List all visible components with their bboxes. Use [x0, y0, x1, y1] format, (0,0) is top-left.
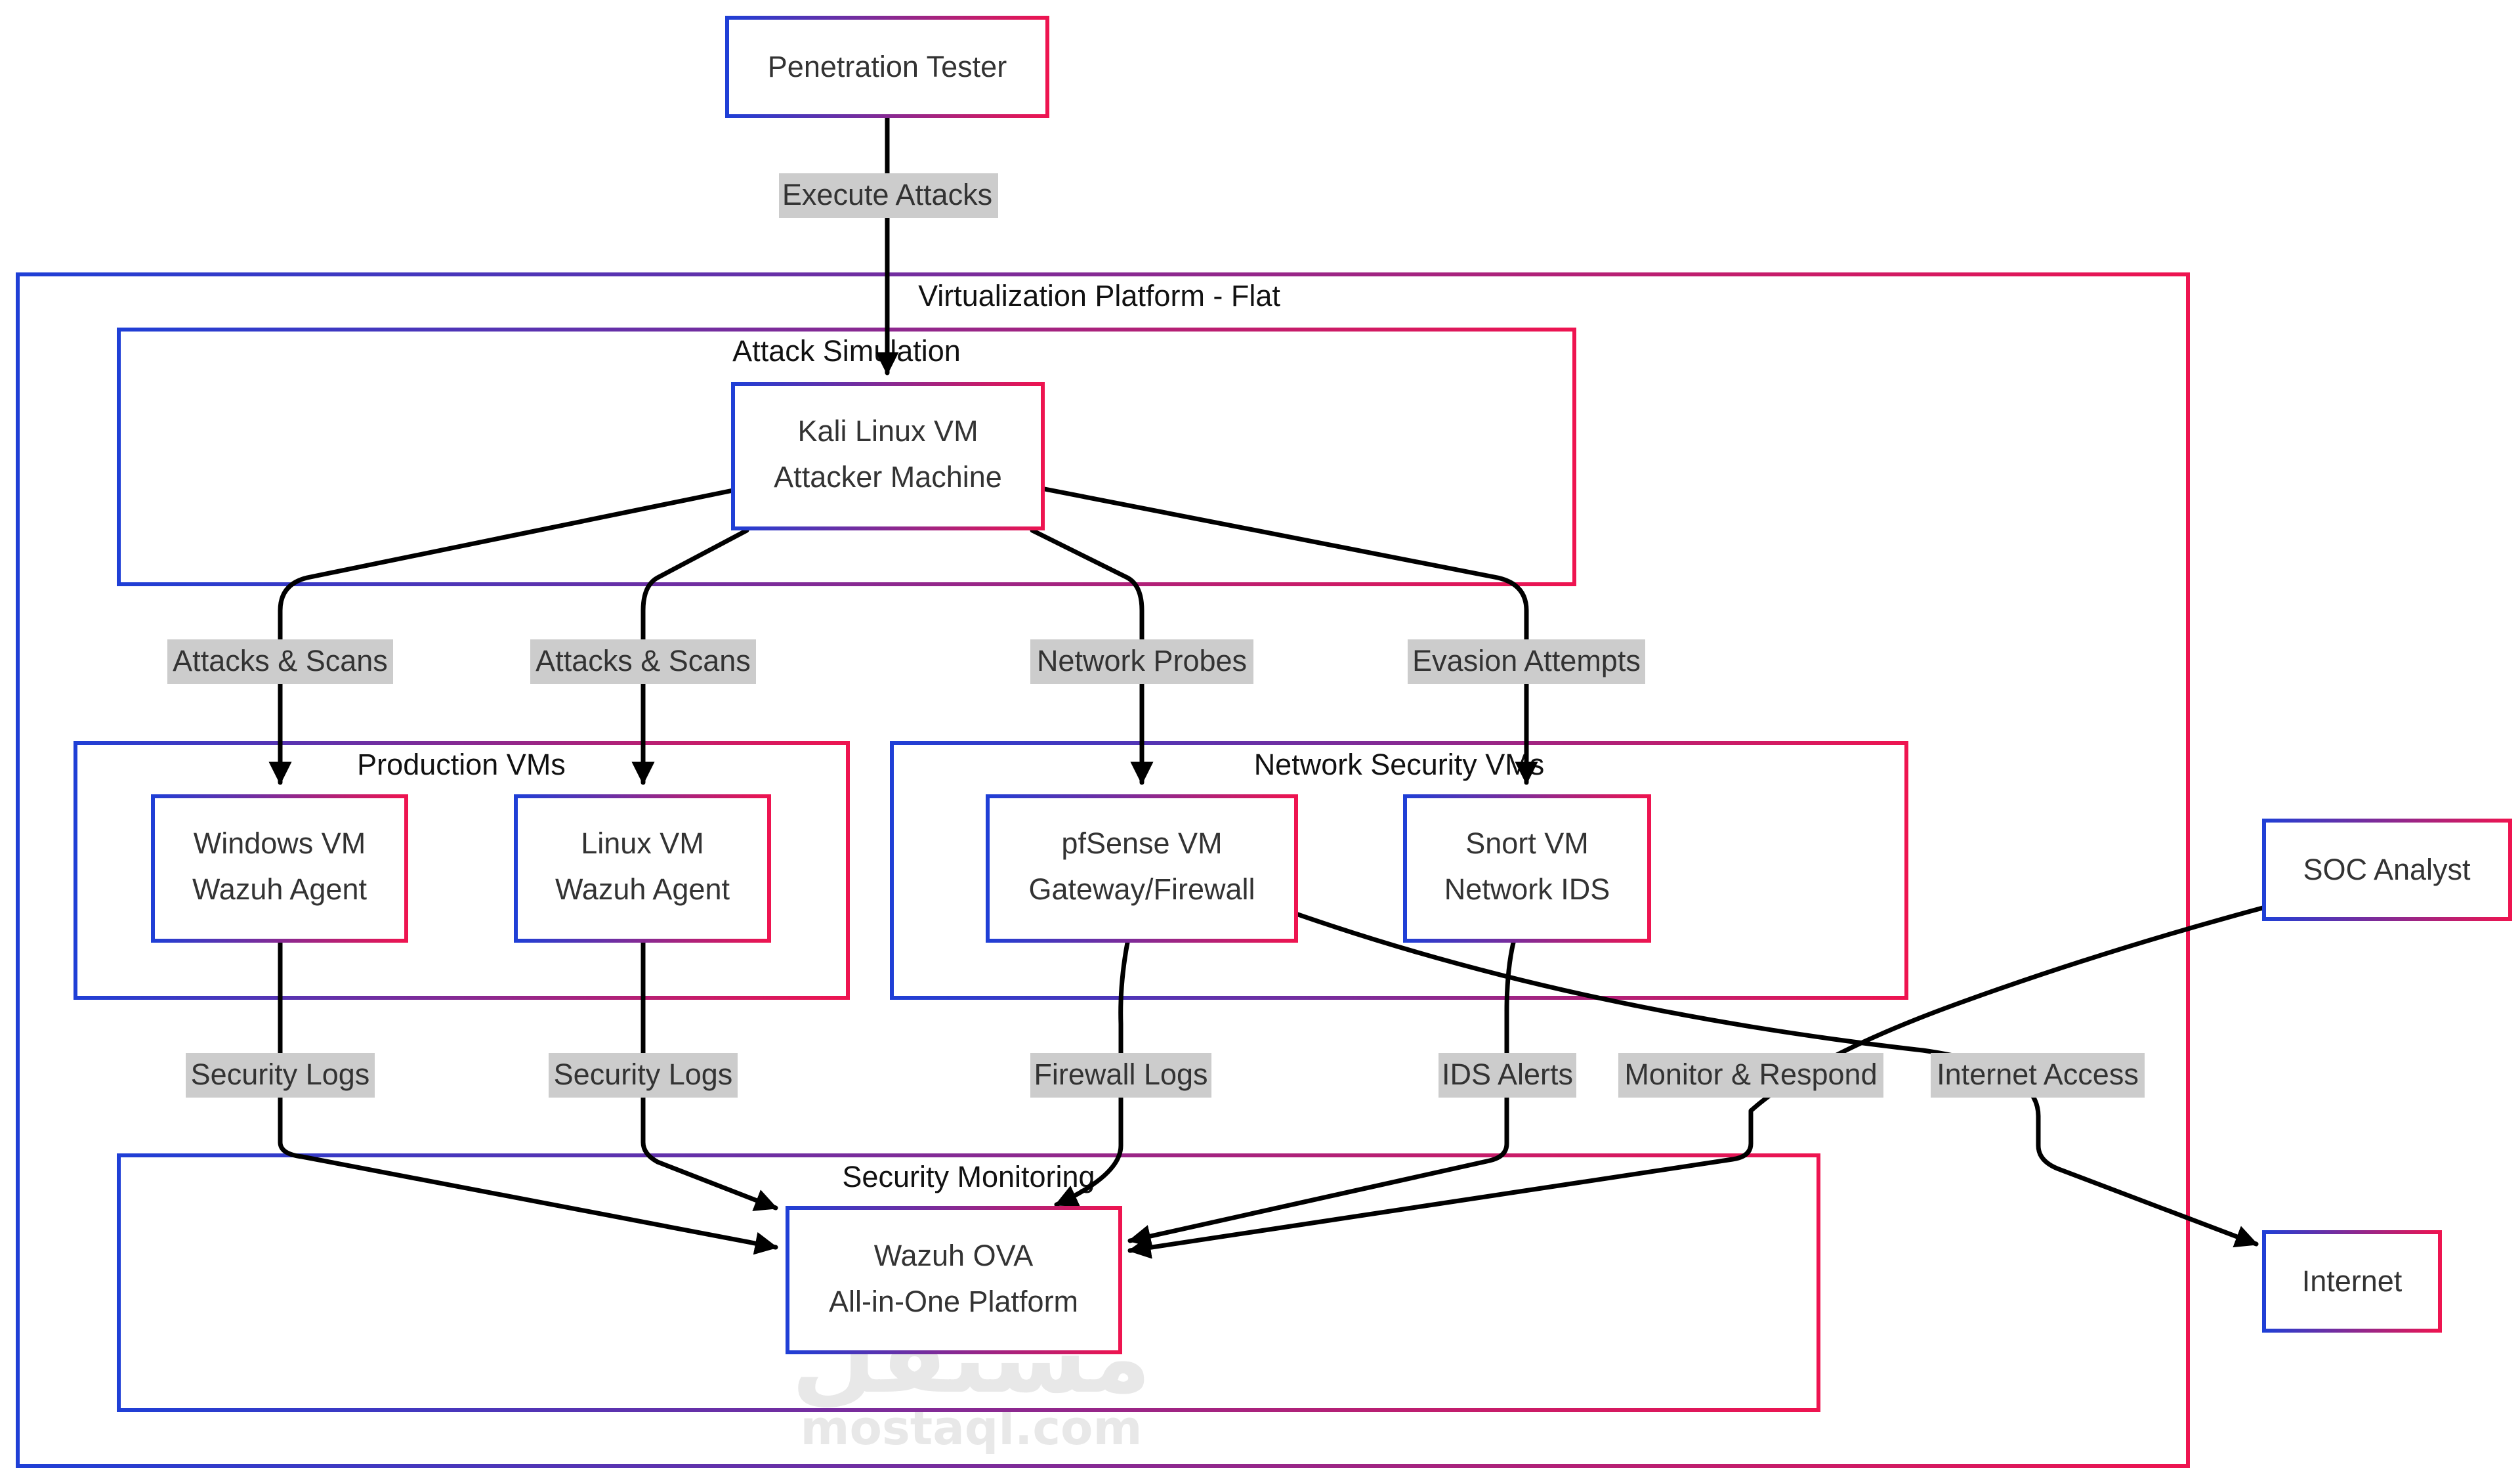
node-label-line1: Windows VM — [194, 826, 366, 860]
edge-security-logs-linux — [640, 940, 778, 1211]
edge-evasion-attempts — [1042, 486, 1538, 785]
node-pfsense-vm[interactable]: pfSense VM Gateway/Firewall — [986, 794, 1298, 943]
node-penetration-tester[interactable]: Penetration Tester — [725, 16, 1049, 118]
edge-scans-windows — [268, 488, 736, 785]
node-box — [786, 1206, 1122, 1354]
label-monitor-respond: Monitor & Respond — [1618, 1053, 1883, 1098]
node-label-line2: Gateway/Firewall — [1028, 872, 1255, 906]
edge-monitor-respond — [1127, 905, 2265, 1259]
label-text: Attacks & Scans — [536, 644, 751, 677]
node-snort-vm[interactable]: Snort VM Network IDS — [1403, 794, 1651, 943]
node-soc-analyst[interactable]: SOC Analyst — [2262, 819, 2512, 921]
label-text: Evasion Attempts — [1412, 644, 1641, 677]
node-label-line1: Snort VM — [1465, 826, 1589, 860]
label-bg — [549, 1053, 738, 1098]
node-label-line2: Wazuh Agent — [192, 872, 367, 906]
group-attack-simulation: Attack Simulation — [117, 328, 1576, 586]
label-internet-access: Internet Access — [1931, 1053, 2145, 1098]
node-label-line2: Attacker Machine — [774, 460, 1002, 494]
label-security-logs-windows: Security Logs — [186, 1053, 375, 1098]
label-bg — [530, 639, 756, 684]
label-text: Firewall Logs — [1034, 1058, 1208, 1091]
node-label-line2: Network IDS — [1444, 872, 1610, 906]
node-label-line1: Linux VM — [581, 826, 704, 860]
label-text: Network Probes — [1037, 644, 1247, 677]
node-box — [151, 794, 408, 943]
label-bg — [1030, 639, 1253, 684]
label-text: IDS Alerts — [1442, 1058, 1573, 1091]
edge-network-probes — [1030, 528, 1154, 785]
node-box — [2262, 1230, 2442, 1333]
node-box — [725, 16, 1049, 118]
label-bg — [1408, 639, 1645, 684]
attack-title: Attack Simulation — [732, 334, 961, 368]
edges — [268, 114, 2265, 1259]
edge-security-logs-windows — [278, 940, 778, 1255]
label-text: Internet Access — [1937, 1058, 2139, 1091]
node-box — [986, 794, 1298, 943]
label-scans-linux: Attacks & Scans — [530, 639, 756, 684]
node-label-line2: Wazuh Agent — [555, 872, 730, 906]
label-firewall-logs: Firewall Logs — [1030, 1053, 1211, 1098]
node-label: Penetration Tester — [768, 50, 1007, 83]
label-bg — [779, 173, 998, 218]
label-bg — [167, 639, 393, 684]
label-security-logs-linux: Security Logs — [549, 1053, 738, 1098]
label-bg — [1618, 1053, 1883, 1098]
label-text: Monitor & Respond — [1624, 1058, 1877, 1091]
node-box — [731, 382, 1045, 530]
monitoring-frame — [117, 1153, 1820, 1412]
label-execute-attacks: Execute Attacks — [779, 173, 998, 218]
platform-frame — [16, 272, 2190, 1468]
label-text: Attacks & Scans — [173, 644, 388, 677]
group-virtualization-platform: Virtualization Platform - Flat — [16, 272, 2190, 1468]
node-linux-vm[interactable]: Linux VM Wazuh Agent — [514, 794, 771, 943]
label-text: Execute Attacks — [782, 178, 992, 211]
label-scans-windows: Attacks & Scans — [167, 639, 393, 684]
node-label-line1: Wazuh OVA — [874, 1239, 1034, 1272]
node-label: Internet — [2302, 1264, 2403, 1298]
node-box — [2262, 819, 2512, 921]
node-label: SOC Analyst — [2303, 853, 2471, 886]
label-evasion-attempts: Evasion Attempts — [1408, 639, 1645, 684]
monitoring-title: Security Monitoring — [842, 1160, 1095, 1193]
node-windows-vm[interactable]: Windows VM Wazuh Agent — [151, 794, 408, 943]
node-wazuh-ova[interactable]: Wazuh OVA All-in-One Platform — [786, 1206, 1122, 1354]
label-bg — [1438, 1053, 1576, 1098]
label-network-probes: Network Probes — [1030, 639, 1253, 684]
netsec-frame — [890, 741, 1908, 1000]
edge-firewall-logs — [1054, 940, 1130, 1207]
group-network-security-vms: Network Security VMs — [890, 741, 1908, 1000]
netsec-title: Network Security VMs — [1254, 748, 1545, 781]
node-label-line1: pfSense VM — [1061, 826, 1222, 860]
edge-scans-linux — [631, 528, 749, 785]
edge-labels: Execute Attacks Attacks & Scans Attacks … — [167, 173, 2145, 1098]
node-label-line2: All-in-One Platform — [829, 1285, 1078, 1318]
label-bg — [186, 1053, 375, 1098]
node-label-line1: Kali Linux VM — [797, 414, 978, 448]
platform-title: Virtualization Platform - Flat — [918, 279, 1280, 312]
label-ids-alerts: IDS Alerts — [1438, 1053, 1576, 1098]
node-kali-linux-vm[interactable]: Kali Linux VM Attacker Machine — [731, 382, 1045, 530]
production-frame — [74, 741, 850, 1000]
label-text: Security Logs — [191, 1058, 370, 1091]
edge-internet-access — [1293, 911, 2259, 1248]
node-box — [514, 794, 771, 943]
label-text: Security Logs — [554, 1058, 733, 1091]
edge-ids-alerts — [1127, 940, 1516, 1248]
attack-frame — [117, 328, 1576, 586]
production-title: Production VMs — [357, 748, 566, 781]
node-internet[interactable]: Internet — [2262, 1230, 2442, 1333]
label-bg — [1030, 1053, 1211, 1098]
nodes: Penetration Tester Kali Linux VM Attacke… — [151, 16, 2512, 1354]
label-bg — [1931, 1053, 2145, 1098]
group-security-monitoring: Security Monitoring — [117, 1153, 1820, 1412]
group-production-vms: Production VMs — [74, 741, 850, 1000]
node-box — [1403, 794, 1651, 943]
